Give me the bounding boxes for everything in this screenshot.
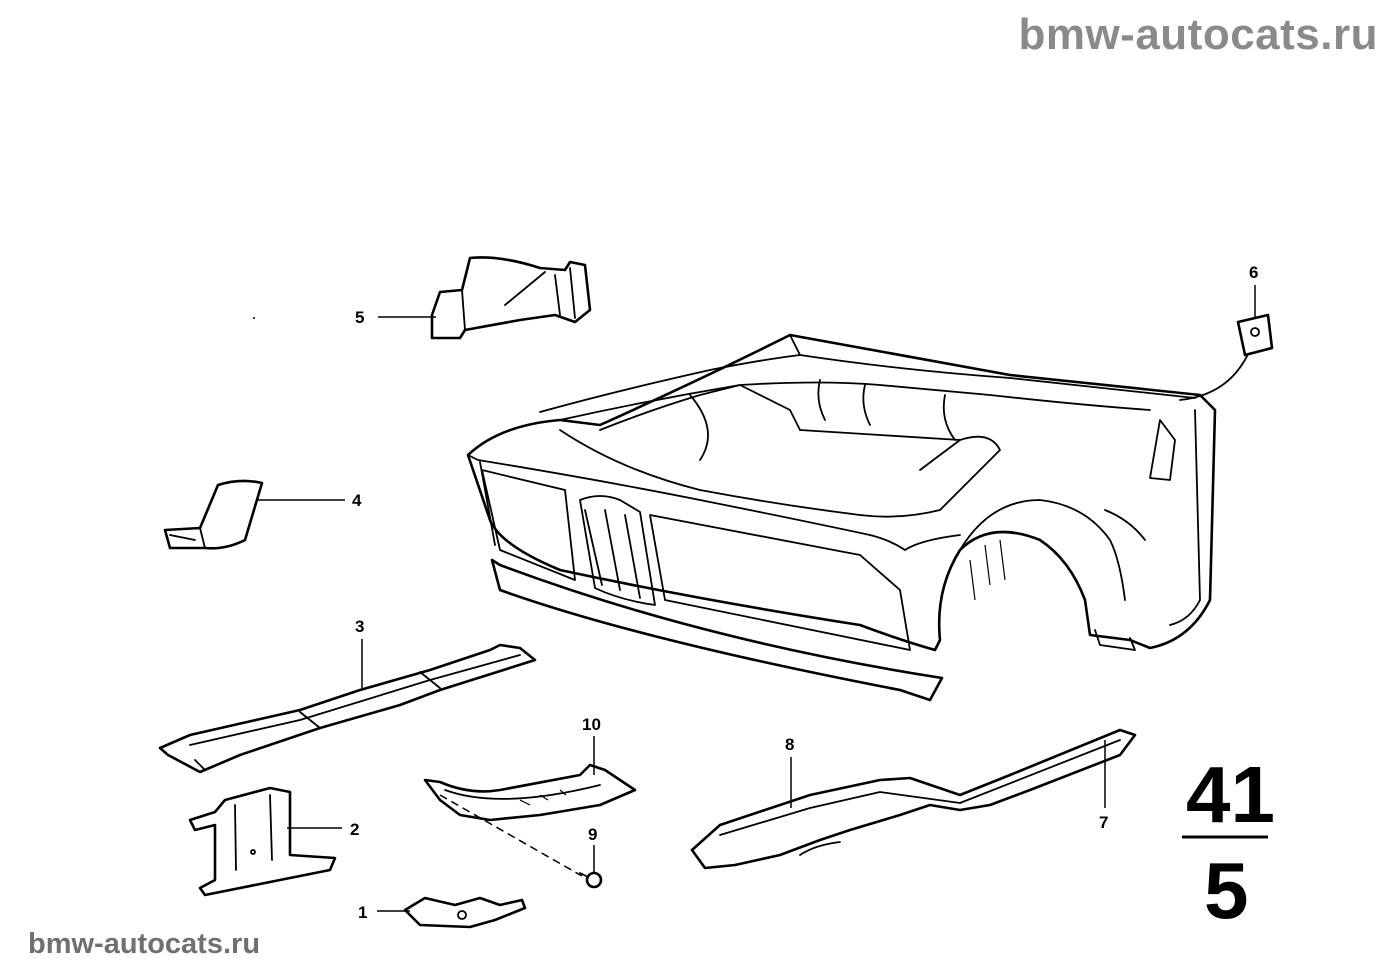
callout-4: 4 bbox=[352, 491, 362, 510]
callout-numbers: 1 2 3 4 5 6 7 8 9 10 bbox=[350, 263, 1258, 922]
group-main-number: 41 bbox=[1186, 750, 1275, 839]
callout-8: 8 bbox=[785, 735, 794, 754]
part-10-support[interactable] bbox=[423, 763, 637, 822]
callout-10: 10 bbox=[582, 715, 601, 734]
part-4-bracket[interactable] bbox=[163, 479, 264, 550]
part-9-screw[interactable] bbox=[579, 871, 603, 889]
front-body-assembly[interactable] bbox=[466, 333, 1251, 702]
part-3-crossmember[interactable] bbox=[158, 643, 537, 774]
callout-6: 6 bbox=[1249, 263, 1258, 282]
watermark-top: bmw-autocats.ru bbox=[1018, 10, 1378, 59]
watermark-bottom: bmw-autocats.ru bbox=[28, 928, 261, 960]
callout-7: 7 bbox=[1099, 813, 1108, 832]
group-number: 41 5 bbox=[1182, 750, 1275, 935]
callout-3: 3 bbox=[355, 617, 364, 636]
part-5-bracket[interactable] bbox=[430, 256, 592, 340]
callout-1: 1 bbox=[358, 903, 367, 922]
callout-9: 9 bbox=[588, 825, 597, 844]
callout-2: 2 bbox=[350, 820, 359, 839]
part-1-plate[interactable] bbox=[403, 896, 527, 929]
group-sub-number: 5 bbox=[1204, 846, 1249, 935]
part-6-clip[interactable] bbox=[1236, 313, 1274, 357]
stray-dot bbox=[253, 317, 255, 319]
part-2-mount[interactable] bbox=[188, 786, 337, 897]
callout-5: 5 bbox=[355, 308, 364, 327]
leader-lines bbox=[258, 285, 1256, 912]
part-8-member[interactable] bbox=[690, 728, 1137, 870]
